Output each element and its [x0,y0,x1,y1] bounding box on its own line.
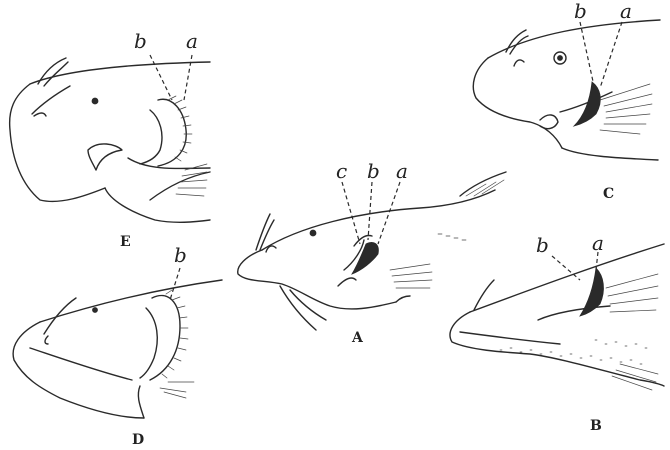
panel-d-leader-line [170,268,180,300]
panel-b-caption: B [590,418,602,434]
panel-e-label-a: a [186,29,198,53]
panel-e-label-b: b [134,29,147,53]
panel-a-label-c: c [336,159,347,183]
panel-b: b a B [450,231,664,434]
panel-c-gill-organ [574,82,600,126]
panel-a-fins [390,172,506,288]
panel-c-eye [554,52,566,64]
panel-b-leader-lines [552,252,598,280]
panel-a: c b a A [238,159,506,346]
panel-d-eye [93,308,98,313]
panel-c-label-b: b [574,0,587,23]
panel-b-barbel [474,280,494,310]
panel-c-leader-lines [580,22,622,88]
panel-e-barbels [32,58,70,116]
panel-e-head-outline [10,62,210,222]
panel-d: b D [13,243,222,448]
panel-c-fin-rays [600,84,652,134]
panel-a-label-b: b [367,159,380,183]
panel-a-gill-organ [344,235,378,274]
panel-e-caption: E [120,234,131,250]
panel-a-eye [310,230,316,236]
panel-d-label-b: b [174,243,187,267]
panel-e-leader-lines [150,55,192,100]
panel-b-stipple [500,340,647,364]
panel-b-body-outline [450,244,664,386]
panel-a-caption: A [351,330,364,346]
panel-c-label-a: a [620,0,632,23]
panel-d-fin-rays [160,382,194,398]
panel-d-barbel [44,298,76,344]
panel-e-gill-organ [140,96,192,166]
panel-b-label-b: b [536,233,549,257]
panel-d-caption: D [132,432,144,448]
panel-a-label-a: a [396,159,408,183]
panel-b-label-a: a [592,231,604,255]
panel-c-caption: C [603,186,614,202]
panel-d-gill-organ [140,290,188,380]
panel-d-head-outline [13,280,222,418]
panel-c: b a C [473,0,660,202]
panel-e: b a E [10,29,210,250]
panel-e-eye [92,98,98,104]
